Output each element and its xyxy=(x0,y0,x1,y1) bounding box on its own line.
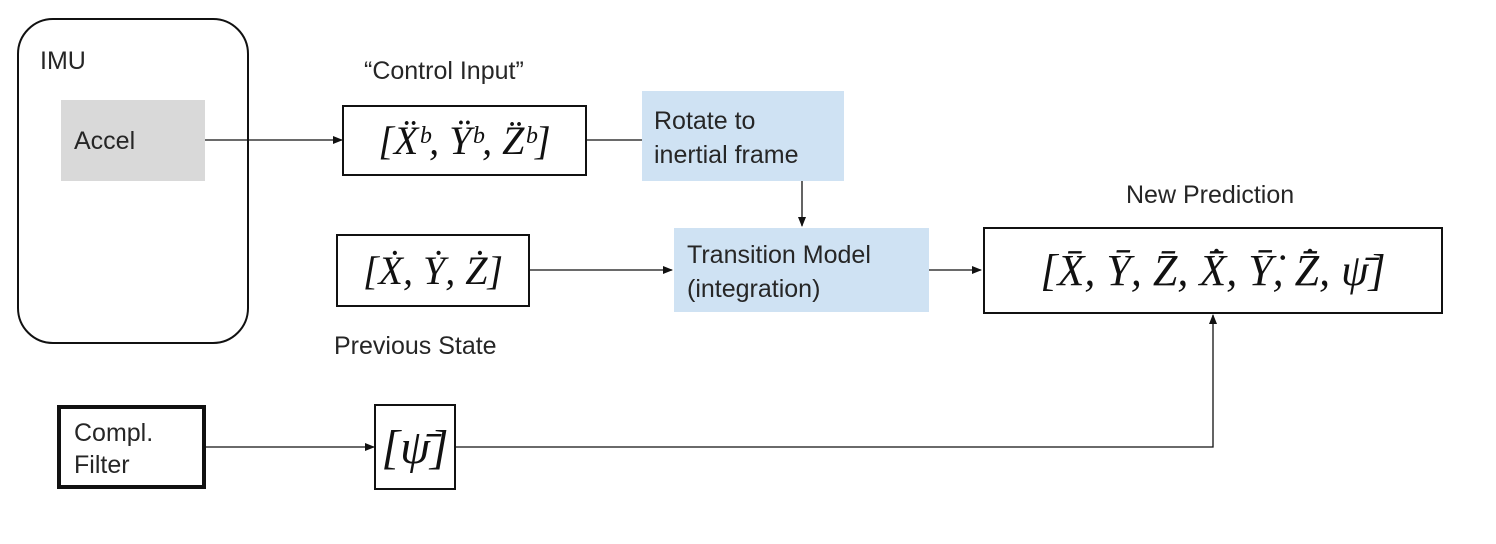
rotate-block xyxy=(642,91,844,181)
new-prediction-vector: [X̄, Ȳ, Z̄, X̄̇, Ȳ̇, Z̄̇, ψ̄] xyxy=(983,227,1443,314)
transition-label-line2: (integration) xyxy=(687,275,821,303)
imu-block xyxy=(17,18,249,344)
transition-block xyxy=(674,228,929,312)
compl-filter-label-line2: Filter xyxy=(74,451,130,479)
transition-label-line1: Transition Model xyxy=(687,241,871,269)
previous-state-vector: [Ẋ, Ẏ, Ż] xyxy=(336,234,530,307)
compl-filter-block xyxy=(57,405,206,489)
psi-vector: [ψ̄] xyxy=(374,404,456,490)
accel-label: Accel xyxy=(74,127,136,155)
control-input-caption: “Control Input” xyxy=(364,57,524,85)
imu-label: IMU xyxy=(40,47,86,75)
rotate-label-line1: Rotate to xyxy=(654,107,756,135)
previous-state-caption: Previous State xyxy=(334,332,497,360)
control-input-vector: [Ẍᵇ, Ÿᵇ, Z̈ᵇ] xyxy=(342,105,587,176)
new-prediction-caption: New Prediction xyxy=(1126,181,1295,209)
rotate-label-line2: inertial frame xyxy=(654,141,799,169)
accel-block xyxy=(61,100,205,181)
compl-filter-label-line1: Compl. xyxy=(74,419,154,447)
arrow-psi-to-prediction xyxy=(456,314,1217,448)
